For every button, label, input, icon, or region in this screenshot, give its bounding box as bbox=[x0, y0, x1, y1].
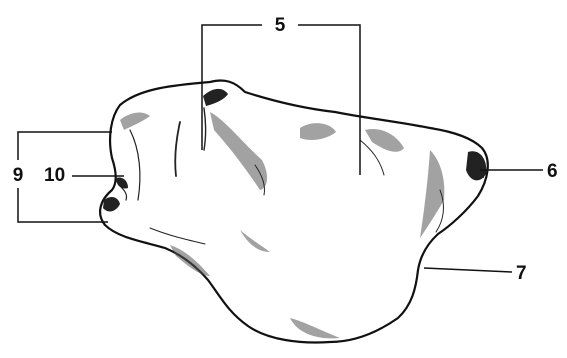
label-10: 10 bbox=[44, 165, 65, 186]
leader-7 bbox=[424, 268, 512, 272]
label-5: 5 bbox=[275, 15, 286, 36]
label-7: 7 bbox=[516, 263, 527, 284]
label-6: 6 bbox=[547, 161, 558, 182]
label-9: 9 bbox=[13, 165, 24, 186]
